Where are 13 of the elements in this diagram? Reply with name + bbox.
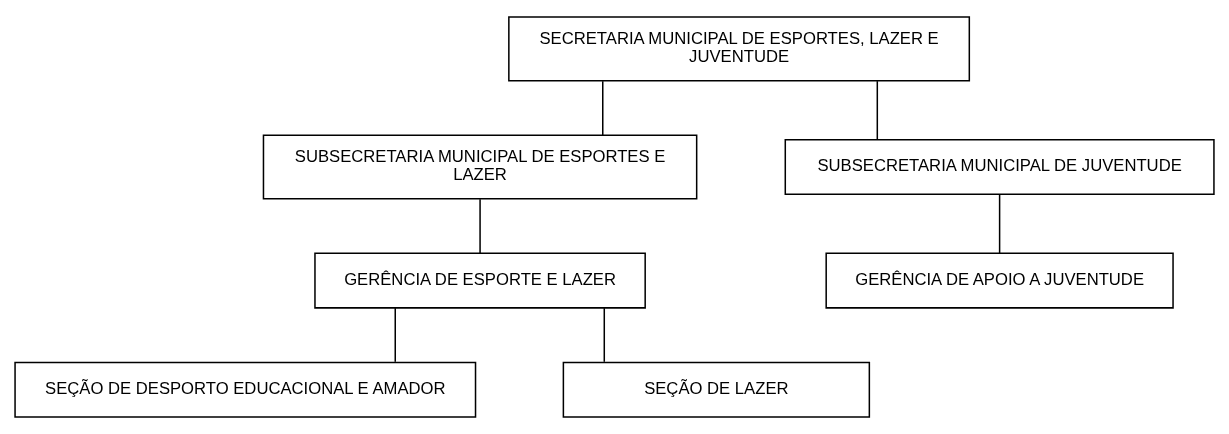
- connector: [602, 80, 604, 136]
- node-box: SUBSECRETARIA MUNICIPAL DE ESPORTES E LAZER: [262, 134, 698, 200]
- node-box: GERÊNCIA DE ESPORTE E LAZER: [314, 252, 646, 309]
- node-box: SECRETARIA MUNICIPAL DE ESPORTES, LAZER E JUVENTUDE: [508, 16, 971, 82]
- connector: [479, 198, 481, 255]
- connector: [876, 80, 879, 141]
- node-box: GERÊNCIA DE APOIO A JUVENTUDE: [825, 252, 1174, 309]
- connector: [998, 193, 1001, 254]
- node-box: SEÇÃO DE LAZER: [562, 361, 871, 418]
- node-box: SUBSECRETARIA MUNICIPAL DE JUVENTUDE: [784, 139, 1215, 196]
- node-box: SEÇÃO DE DESPORTO EDUCACIONAL E AMADOR: [14, 361, 477, 418]
- connector: [394, 307, 396, 363]
- connector: [603, 307, 606, 363]
